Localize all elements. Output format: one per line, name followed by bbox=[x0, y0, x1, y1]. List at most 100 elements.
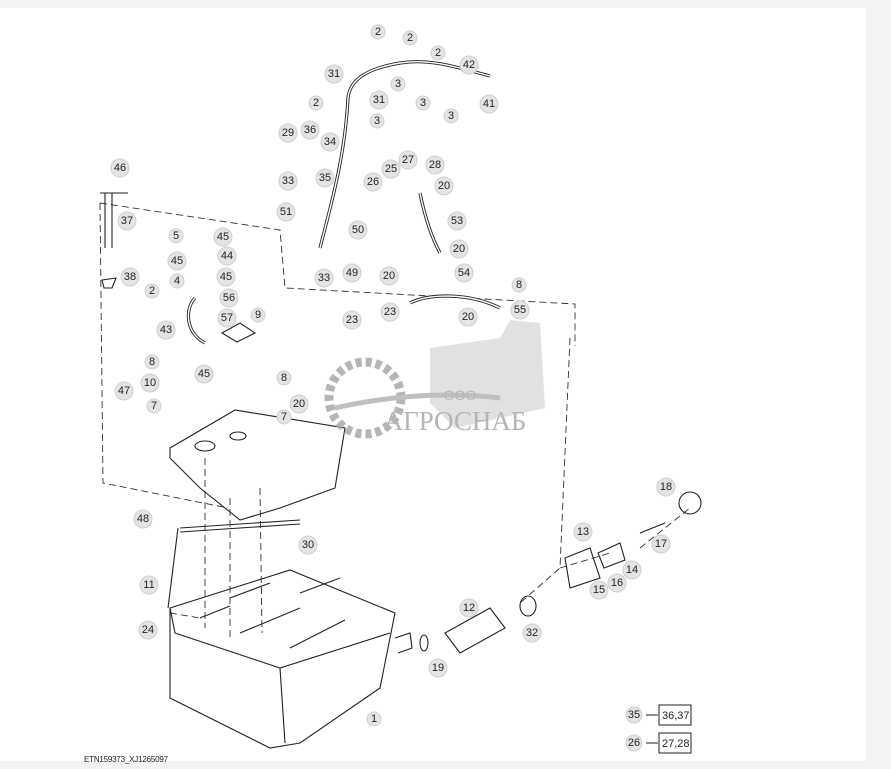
callout-36[interactable]: 36 bbox=[300, 120, 320, 140]
callout-33[interactable]: 33 bbox=[314, 268, 334, 288]
callout-20[interactable]: 20 bbox=[449, 239, 469, 259]
callout-5[interactable]: 5 bbox=[168, 228, 184, 244]
svg-text:26: 26 bbox=[628, 737, 640, 749]
callout-2[interactable]: 2 bbox=[370, 24, 386, 40]
callout-2[interactable]: 2 bbox=[144, 283, 160, 299]
callout-37[interactable]: 37 bbox=[117, 211, 137, 231]
callout-1[interactable]: 1 bbox=[366, 711, 382, 727]
callout-26[interactable]: 26 bbox=[363, 172, 383, 192]
callout-34[interactable]: 34 bbox=[320, 132, 340, 152]
callout-9[interactable]: 9 bbox=[250, 307, 266, 323]
callout-number: 57 bbox=[221, 312, 233, 324]
callout-number: 42 bbox=[463, 59, 475, 71]
callout-23[interactable]: 23 bbox=[380, 302, 400, 322]
callout-47[interactable]: 47 bbox=[114, 381, 134, 401]
callout-20[interactable]: 20 bbox=[379, 266, 399, 286]
callout-45[interactable]: 45 bbox=[167, 251, 187, 271]
callout-number: 45 bbox=[171, 255, 183, 267]
callout-bubble bbox=[320, 132, 340, 152]
callout-46[interactable]: 46 bbox=[110, 158, 130, 178]
svg-text:35: 35 bbox=[628, 709, 640, 721]
callout-10[interactable]: 10 bbox=[140, 373, 160, 393]
callout-bubble bbox=[219, 288, 239, 308]
callout-25[interactable]: 25 bbox=[381, 159, 401, 179]
callout-bubble bbox=[522, 623, 542, 643]
callout-number: 47 bbox=[118, 385, 130, 397]
callout-48[interactable]: 48 bbox=[133, 509, 153, 529]
callout-17[interactable]: 17 bbox=[651, 534, 671, 554]
callout-19[interactable]: 19 bbox=[428, 658, 448, 678]
callout-number: 51 bbox=[280, 206, 292, 218]
callout-44[interactable]: 44 bbox=[217, 246, 237, 266]
callout-45[interactable]: 45 bbox=[216, 267, 236, 287]
callout-3[interactable]: 3 bbox=[415, 95, 431, 111]
callout-7[interactable]: 7 bbox=[146, 398, 162, 414]
callout-4[interactable]: 4 bbox=[169, 273, 185, 289]
legend-ref-35[interactable]: 35 bbox=[625, 706, 643, 724]
callout-55[interactable]: 55 bbox=[510, 300, 530, 320]
callout-number: 29 bbox=[282, 127, 294, 139]
callout-8[interactable]: 8 bbox=[276, 370, 292, 386]
callout-13[interactable]: 13 bbox=[573, 522, 593, 542]
fuel-tank bbox=[167, 519, 413, 749]
callout-33[interactable]: 33 bbox=[278, 171, 298, 191]
callout-49[interactable]: 49 bbox=[342, 263, 362, 283]
watermark-brand: АГРОСНАБ bbox=[384, 406, 527, 436]
callout-31[interactable]: 31 bbox=[324, 64, 344, 84]
callout-number: 7 bbox=[151, 400, 157, 412]
callout-45[interactable]: 45 bbox=[213, 227, 233, 247]
callout-3[interactable]: 3 bbox=[390, 76, 406, 92]
callout-28[interactable]: 28 bbox=[425, 155, 445, 175]
callout-50[interactable]: 50 bbox=[348, 220, 368, 240]
callout-15[interactable]: 15 bbox=[589, 580, 609, 600]
callout-bubble bbox=[366, 711, 382, 727]
callout-35[interactable]: 35 bbox=[315, 168, 335, 188]
callout-16[interactable]: 16 bbox=[607, 573, 627, 593]
callout-38[interactable]: 38 bbox=[120, 267, 140, 287]
callout-30[interactable]: 30 bbox=[298, 535, 318, 555]
callout-bubble bbox=[146, 398, 162, 414]
callout-54[interactable]: 54 bbox=[454, 263, 474, 283]
callout-bubble bbox=[120, 267, 140, 287]
callout-2[interactable]: 2 bbox=[308, 95, 324, 111]
callout-2[interactable]: 2 bbox=[430, 45, 446, 61]
callout-3[interactable]: 3 bbox=[443, 108, 459, 124]
callout-53[interactable]: 53 bbox=[447, 211, 467, 231]
callout-51[interactable]: 51 bbox=[276, 202, 296, 222]
callout-8[interactable]: 8 bbox=[144, 354, 160, 370]
callout-29[interactable]: 29 bbox=[278, 123, 298, 143]
callout-43[interactable]: 43 bbox=[156, 320, 176, 340]
callout-23[interactable]: 23 bbox=[342, 310, 362, 330]
callout-12[interactable]: 12 bbox=[459, 598, 479, 618]
callout-41[interactable]: 41 bbox=[479, 94, 499, 114]
callout-56[interactable]: 56 bbox=[219, 288, 239, 308]
callout-42[interactable]: 42 bbox=[459, 55, 479, 75]
callout-3[interactable]: 3 bbox=[369, 113, 385, 129]
callout-number: 45 bbox=[198, 368, 210, 380]
callout-20[interactable]: 20 bbox=[434, 176, 454, 196]
callout-bubble bbox=[434, 176, 454, 196]
callout-7[interactable]: 7 bbox=[276, 409, 292, 425]
callout-24[interactable]: 24 bbox=[138, 620, 158, 640]
callout-20[interactable]: 20 bbox=[289, 394, 309, 414]
callout-8[interactable]: 8 bbox=[511, 277, 527, 293]
callout-bubble bbox=[381, 159, 401, 179]
callout-45[interactable]: 45 bbox=[194, 364, 214, 384]
legend-includes-36-37: 36,37 bbox=[662, 710, 690, 722]
callout-bubble bbox=[144, 354, 160, 370]
callout-bubble bbox=[573, 522, 593, 542]
callout-11[interactable]: 11 bbox=[139, 575, 159, 595]
callout-bubble bbox=[510, 300, 530, 320]
legend-ref-26[interactable]: 26 bbox=[625, 734, 643, 752]
callout-20[interactable]: 20 bbox=[458, 307, 478, 327]
callout-2[interactable]: 2 bbox=[402, 30, 418, 46]
callout-32[interactable]: 32 bbox=[522, 623, 542, 643]
callout-57[interactable]: 57 bbox=[217, 308, 237, 328]
callout-number: 20 bbox=[383, 270, 395, 282]
callout-14[interactable]: 14 bbox=[622, 560, 642, 580]
callout-31[interactable]: 31 bbox=[369, 90, 389, 110]
callout-18[interactable]: 18 bbox=[656, 477, 676, 497]
callout-27[interactable]: 27 bbox=[398, 150, 418, 170]
callout-number: 2 bbox=[435, 47, 441, 59]
callout-number: 3 bbox=[448, 110, 454, 122]
